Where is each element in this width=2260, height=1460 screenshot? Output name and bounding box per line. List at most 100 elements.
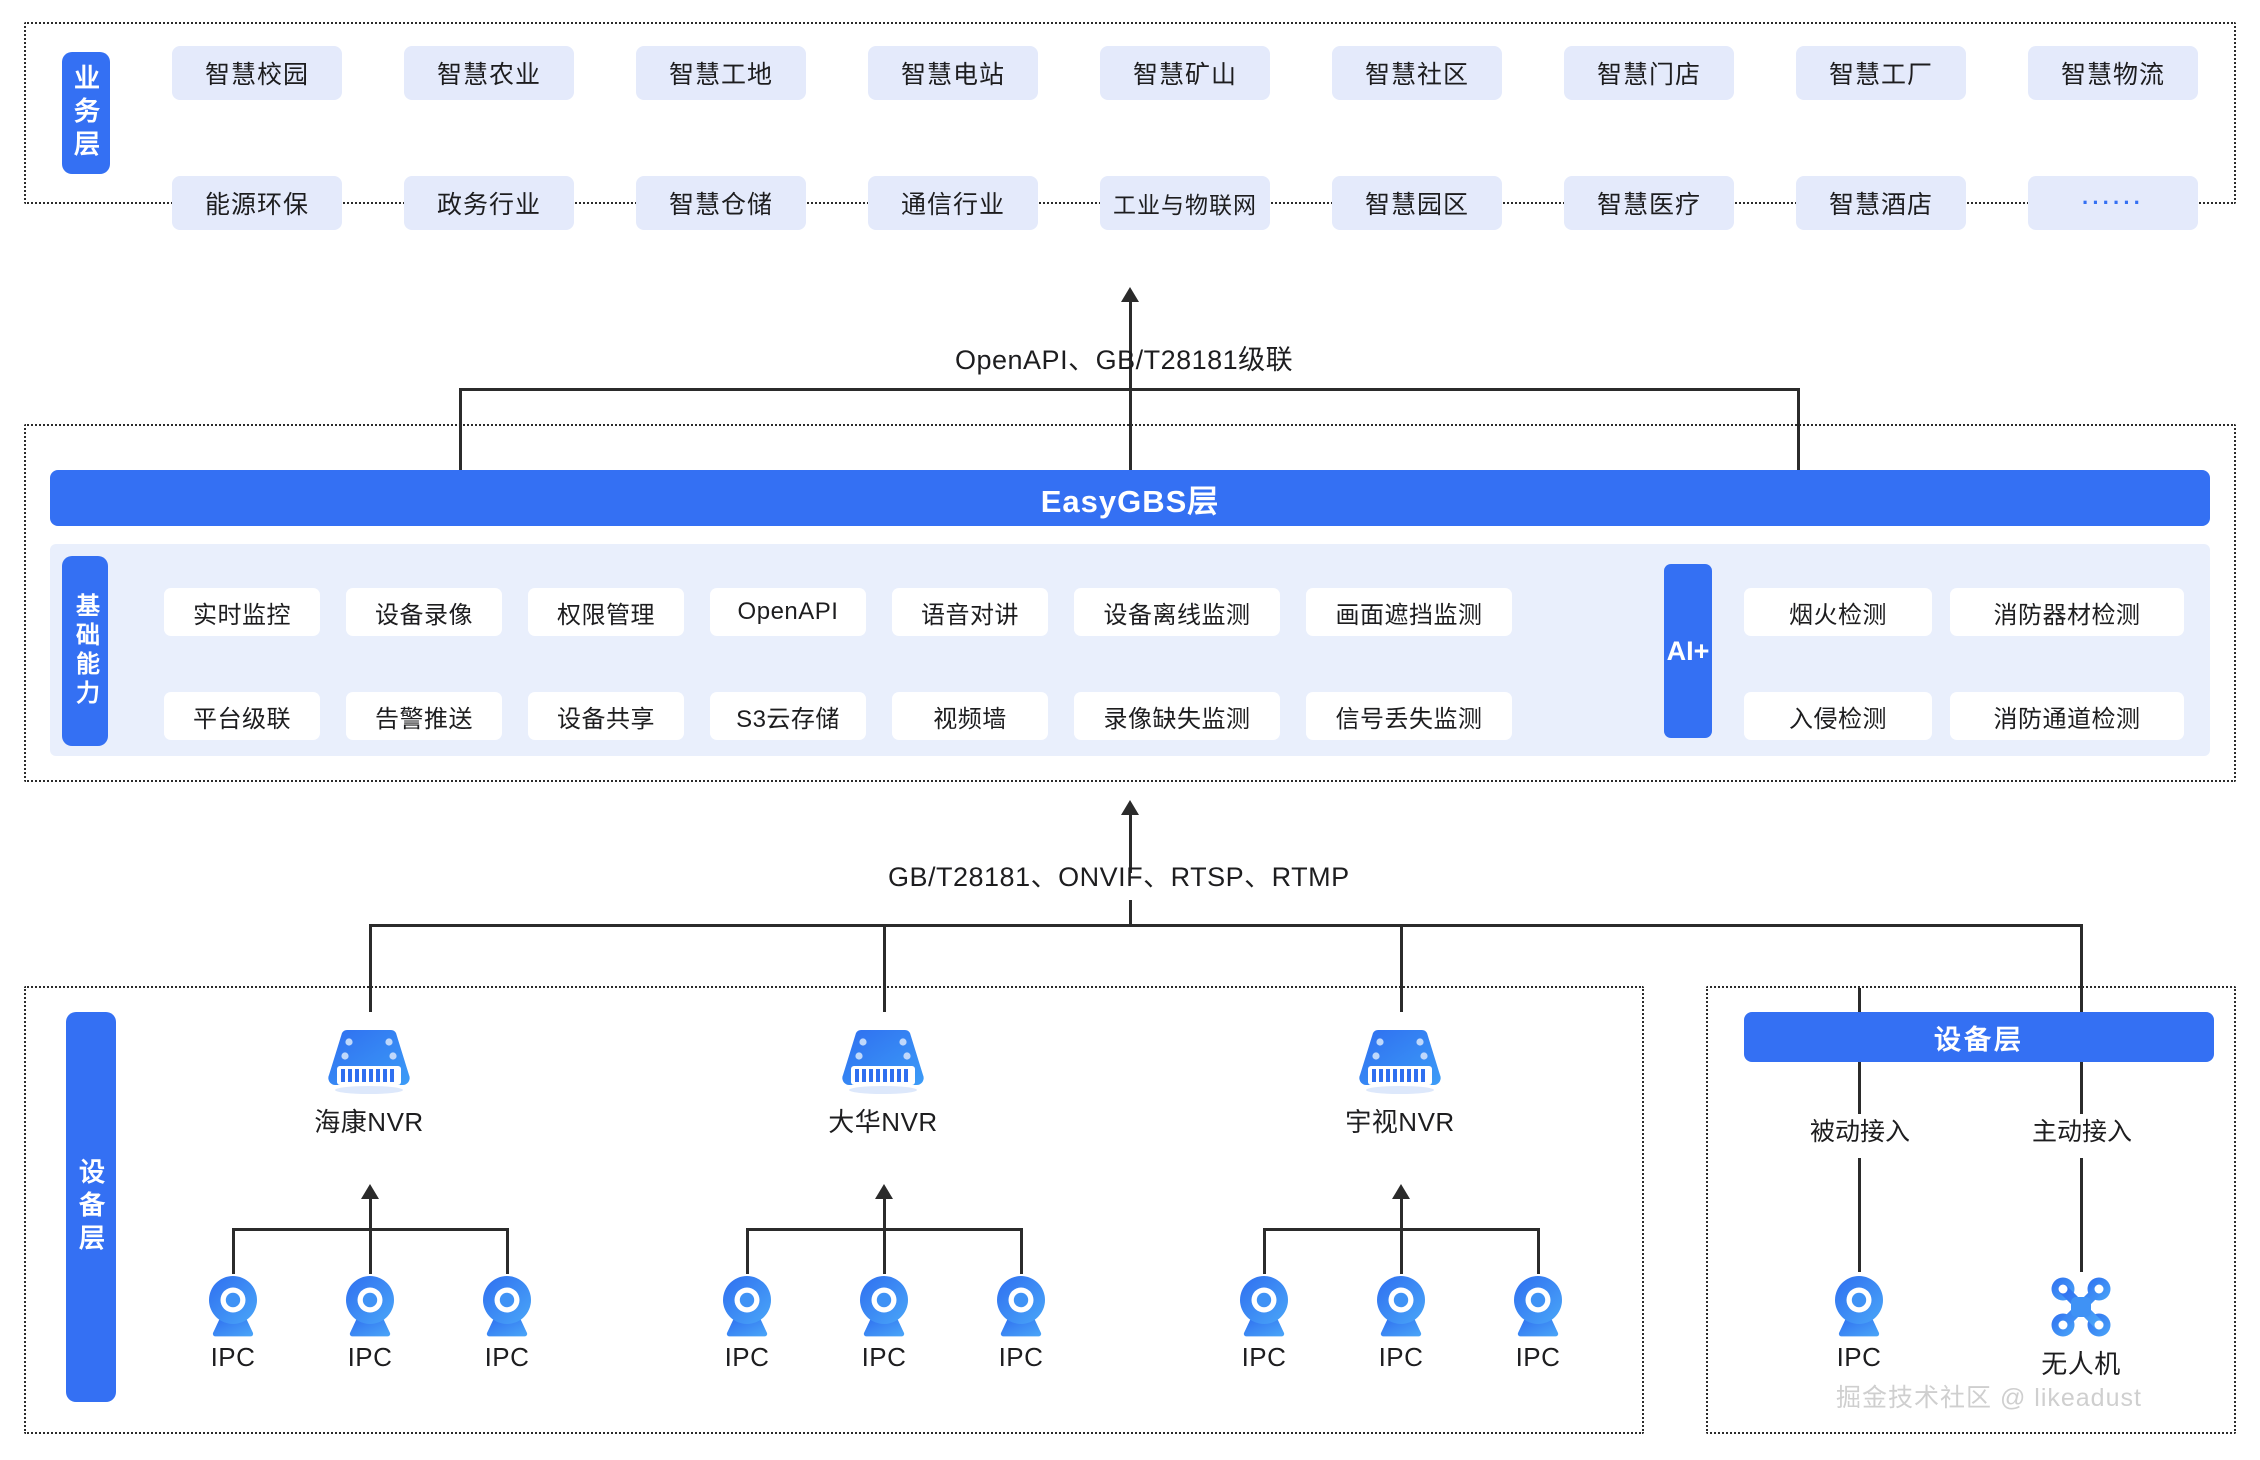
camera-node[interactable]: IPC <box>971 1274 1071 1373</box>
business-chip[interactable]: 智慧门店 <box>1564 46 1734 100</box>
camera-branch <box>232 1228 235 1274</box>
connector-label-bottom: GB/T28181、ONVIF、RTSP、RTMP <box>888 862 1350 892</box>
business-chip[interactable]: 智慧社区 <box>1332 46 1502 100</box>
camera-label: IPC <box>1378 1342 1424 1372</box>
camera-label: IPC <box>724 1342 770 1372</box>
business-chip[interactable]: 智慧农业 <box>404 46 574 100</box>
capability-chip[interactable]: 语音对讲 <box>892 588 1048 636</box>
camera-branch <box>1263 1228 1266 1274</box>
camera-label: IPC <box>861 1342 907 1372</box>
capability-chip[interactable]: 录像缺失监测 <box>1074 692 1280 740</box>
business-chip[interactable]: 智慧电站 <box>868 46 1038 100</box>
nvr-uplink-arrow <box>361 1184 379 1199</box>
device-right-branch-active-low <box>2080 1158 2083 1272</box>
business-chip[interactable]: 智慧物流 <box>2028 46 2198 100</box>
capability-chip[interactable]: 权限管理 <box>528 588 684 636</box>
device-layer-right-title: 设备层 <box>1744 1012 2214 1062</box>
business-chip[interactable]: 智慧医疗 <box>1564 176 1734 230</box>
ai-capability-chip[interactable]: 入侵检测 <box>1744 692 1932 740</box>
drone-icon <box>2031 1272 2131 1342</box>
camera-node[interactable]: IPC <box>1214 1274 1314 1373</box>
device-right-branch-passive-low <box>1858 1158 1861 1272</box>
business-chip[interactable]: 智慧仓储 <box>636 176 806 230</box>
business-chip[interactable]: 智慧校园 <box>172 46 342 100</box>
platform-capability-side-label: 基础能力 <box>62 556 108 746</box>
capability-chip[interactable]: 设备离线监测 <box>1074 588 1280 636</box>
camera-branch <box>1020 1228 1023 1274</box>
device-right-branch-passive-top <box>1858 988 1861 1012</box>
camera-node[interactable]: IPC <box>320 1274 420 1373</box>
capability-chip[interactable]: 告警推送 <box>346 692 502 740</box>
business-layer-side-label: 业务层 <box>62 52 110 174</box>
camera-branch <box>1537 1228 1540 1274</box>
ai-capability-chip[interactable]: 烟火检测 <box>1744 588 1932 636</box>
nvr-uplink-line <box>369 1199 372 1230</box>
camera-branch <box>506 1228 509 1274</box>
capability-chip[interactable]: 平台级联 <box>164 692 320 740</box>
downlink-branch-1 <box>369 924 372 1012</box>
nvr-uplink-arrow <box>875 1184 893 1199</box>
nvr-node[interactable]: 大华NVR <box>823 1024 943 1139</box>
capability-chip[interactable]: 实时监控 <box>164 588 320 636</box>
camera-node[interactable]: IPC <box>1351 1274 1451 1373</box>
business-chip[interactable]: 智慧园区 <box>1332 176 1502 230</box>
access-mode-active-label: 主动接入 <box>2031 1118 2132 1146</box>
camera-label: IPC <box>1241 1342 1287 1372</box>
watermark: 掘金技术社区 @ likeadust <box>1836 1384 2142 1412</box>
business-chip[interactable]: 智慧酒店 <box>1796 176 1966 230</box>
drone-node[interactable]: 无人机 <box>2031 1272 2131 1381</box>
ai-capability-chip[interactable]: 消防通道检测 <box>1950 692 2184 740</box>
uplink-arrow-bottom <box>1121 800 1139 815</box>
nvr-icon <box>1340 1024 1460 1096</box>
nvr-uplink-arrow <box>1392 1184 1410 1199</box>
platform-layer-frame <box>24 424 2236 782</box>
camera-label: IPC <box>1836 1342 1882 1372</box>
business-chip-more[interactable]: ······ <box>2028 176 2198 230</box>
ip-camera-icon <box>697 1274 797 1340</box>
access-mode-passive-label: 被动接入 <box>1809 1118 1910 1146</box>
camera-node[interactable]: IPC <box>183 1274 283 1373</box>
ip-camera-icon <box>457 1274 557 1340</box>
drone-label: 无人机 <box>2041 1349 2121 1379</box>
business-chip[interactable]: 智慧工厂 <box>1796 46 1966 100</box>
ip-camera-icon <box>1488 1274 1588 1340</box>
ip-camera-icon <box>1214 1274 1314 1340</box>
capability-chip[interactable]: 信号丢失监测 <box>1306 692 1512 740</box>
capability-chip[interactable]: 设备录像 <box>346 588 502 636</box>
ai-capability-chip[interactable]: 消防器材检测 <box>1950 588 2184 636</box>
camera-node[interactable]: IPC <box>1488 1274 1588 1373</box>
device-right-branch-active-mid <box>2080 1062 2083 1114</box>
camera-node[interactable]: IPC <box>697 1274 797 1373</box>
business-chip[interactable]: 智慧工地 <box>636 46 806 100</box>
nvr-icon <box>309 1024 429 1096</box>
business-chip[interactable]: 智慧矿山 <box>1100 46 1270 100</box>
camera-label: IPC <box>1515 1342 1561 1372</box>
business-chip[interactable]: 通信行业 <box>868 176 1038 230</box>
downlink-branch-2 <box>883 924 886 1012</box>
capability-chip[interactable]: 画面遮挡监测 <box>1306 588 1512 636</box>
camera-label: IPC <box>347 1342 393 1372</box>
camera-node[interactable]: IPC <box>1809 1274 1909 1373</box>
camera-branch <box>1400 1228 1403 1274</box>
camera-node[interactable]: IPC <box>834 1274 934 1373</box>
ip-camera-icon <box>183 1274 283 1340</box>
business-chip[interactable]: 能源环保 <box>172 176 342 230</box>
business-chip[interactable]: 工业与物联网 <box>1100 176 1270 230</box>
connector-label-top: OpenAPI、GB/T28181级联 <box>955 345 1294 375</box>
uplink-branch-right <box>1797 388 1800 472</box>
capability-chip[interactable]: OpenAPI <box>710 588 866 636</box>
capability-chip[interactable]: 设备共享 <box>528 692 684 740</box>
device-layer-left-frame <box>24 986 1644 1434</box>
uplink-line-bottom-2 <box>1129 900 1132 926</box>
nvr-label: 海康NVR <box>314 1107 424 1137</box>
camera-branch <box>369 1228 372 1274</box>
ip-camera-icon <box>1809 1274 1909 1340</box>
nvr-node[interactable]: 海康NVR <box>309 1024 429 1139</box>
business-chip[interactable]: 政务行业 <box>404 176 574 230</box>
downlink-branch-3 <box>1400 924 1403 1012</box>
camera-node[interactable]: IPC <box>457 1274 557 1373</box>
capability-chip[interactable]: S3云存储 <box>710 692 866 740</box>
capability-chip[interactable]: 视频墙 <box>892 692 1048 740</box>
nvr-node[interactable]: 宇视NVR <box>1340 1024 1460 1139</box>
nvr-uplink-line <box>883 1199 886 1230</box>
